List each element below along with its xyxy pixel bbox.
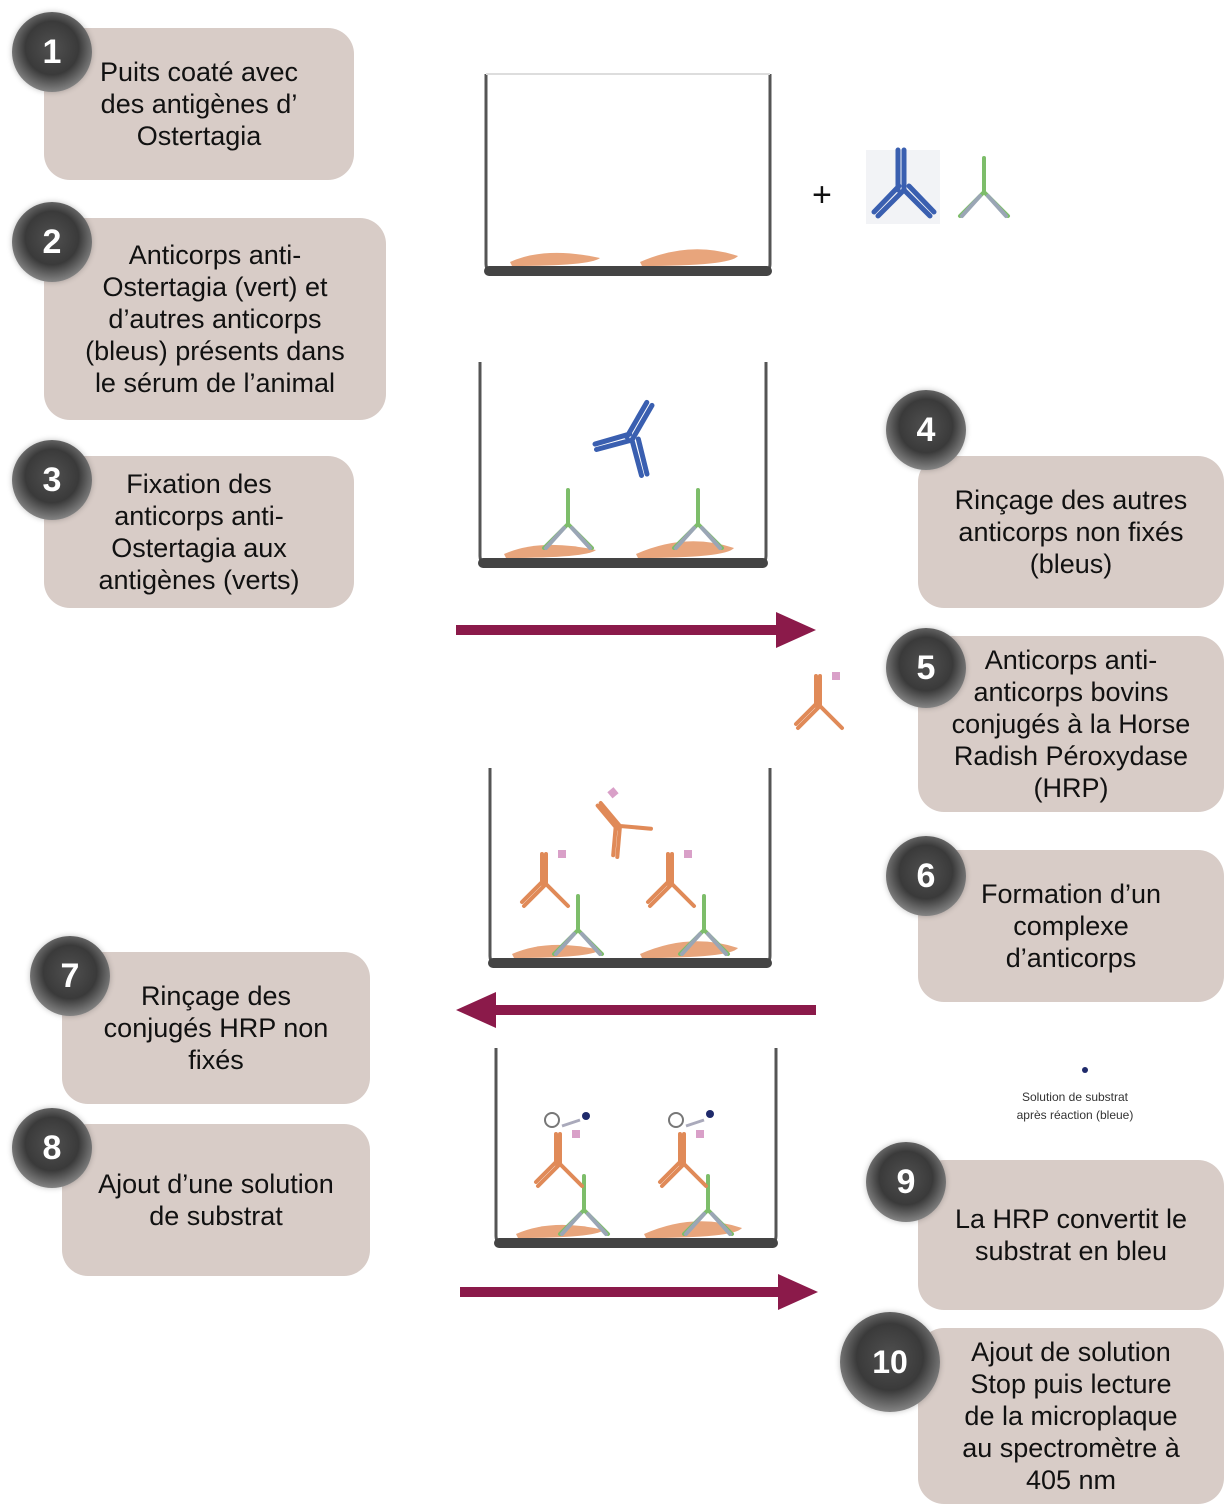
blue-antibody-icon xyxy=(866,150,940,224)
step-1-box: Puits coaté avec des antigènes d’ Ostert… xyxy=(44,28,354,180)
step-1-badge: 1 xyxy=(12,12,92,92)
step-3-box: Fixation des anticorps anti- Ostertagia … xyxy=(44,456,354,608)
step-9-box: La HRP convertit le substrat en bleu xyxy=(918,1160,1224,1310)
step-4-badge: 4 xyxy=(886,390,966,470)
step-10-badge: 10 xyxy=(840,1312,940,1412)
step-4-text: Rinçage des autres anticorps non fixés (… xyxy=(954,485,1188,579)
step-8-box: Ajout d’une solution de substrat xyxy=(62,1124,370,1276)
step-6-text: Formation d’un complexe d’anticorps xyxy=(980,879,1162,973)
plus-sign: + xyxy=(812,176,832,214)
step-9-badge: 9 xyxy=(866,1142,946,1222)
step-7-box: Rinçage des conjugés HRP non fixés xyxy=(62,952,370,1104)
arrow-right-2 xyxy=(460,1274,818,1310)
arrow-right-1 xyxy=(456,612,816,648)
step-2-box: Anticorps anti- Ostertagia (vert) et d’a… xyxy=(44,218,386,420)
green-antibody-icon xyxy=(958,156,1010,218)
step-3-badge: 3 xyxy=(12,440,92,520)
hrp-conjugate-icon xyxy=(794,670,844,730)
step-10-box: Ajout de solution Stop puis lecture de l… xyxy=(918,1328,1224,1504)
step-4-box: Rinçage des autres anticorps non fixés (… xyxy=(918,456,1224,608)
well-3 xyxy=(488,768,772,968)
step-7-text: Rinçage des conjugés HRP non fixés xyxy=(103,981,329,1075)
step-1-text: Puits coaté avec des antigènes d’ Ostert… xyxy=(99,57,299,151)
well-2 xyxy=(478,362,768,568)
step-3-text: Fixation des anticorps anti- Ostertagia … xyxy=(98,469,300,595)
step-9-text: La HRP convertit le substrat en bleu xyxy=(954,1204,1188,1266)
step-8-text: Ajout d’une solution de substrat xyxy=(98,1169,334,1231)
step-2-badge: 2 xyxy=(12,202,92,282)
substrate-note: Solution de substrat après réaction (ble… xyxy=(1016,1090,1134,1122)
step-10-text: Ajout de solution Stop puis lecture de l… xyxy=(962,1337,1180,1495)
well-4 xyxy=(494,1048,778,1248)
arrow-left xyxy=(456,992,816,1028)
step-6-box: Formation d’un complexe d’anticorps xyxy=(918,850,1224,1002)
step-5-badge: 5 xyxy=(886,628,966,708)
step-8-badge: 8 xyxy=(12,1108,92,1188)
well-1 xyxy=(484,73,772,276)
step-5-text: Anticorps anti- anticorps bovins conjugé… xyxy=(951,645,1191,803)
step-2-text: Anticorps anti- Ostertagia (vert) et d’a… xyxy=(85,240,345,398)
step-7-badge: 7 xyxy=(30,936,110,1016)
substrate-dot xyxy=(1082,1067,1088,1073)
step-6-badge: 6 xyxy=(886,836,966,916)
step-5-box: Anticorps anti- anticorps bovins conjugé… xyxy=(918,636,1224,812)
